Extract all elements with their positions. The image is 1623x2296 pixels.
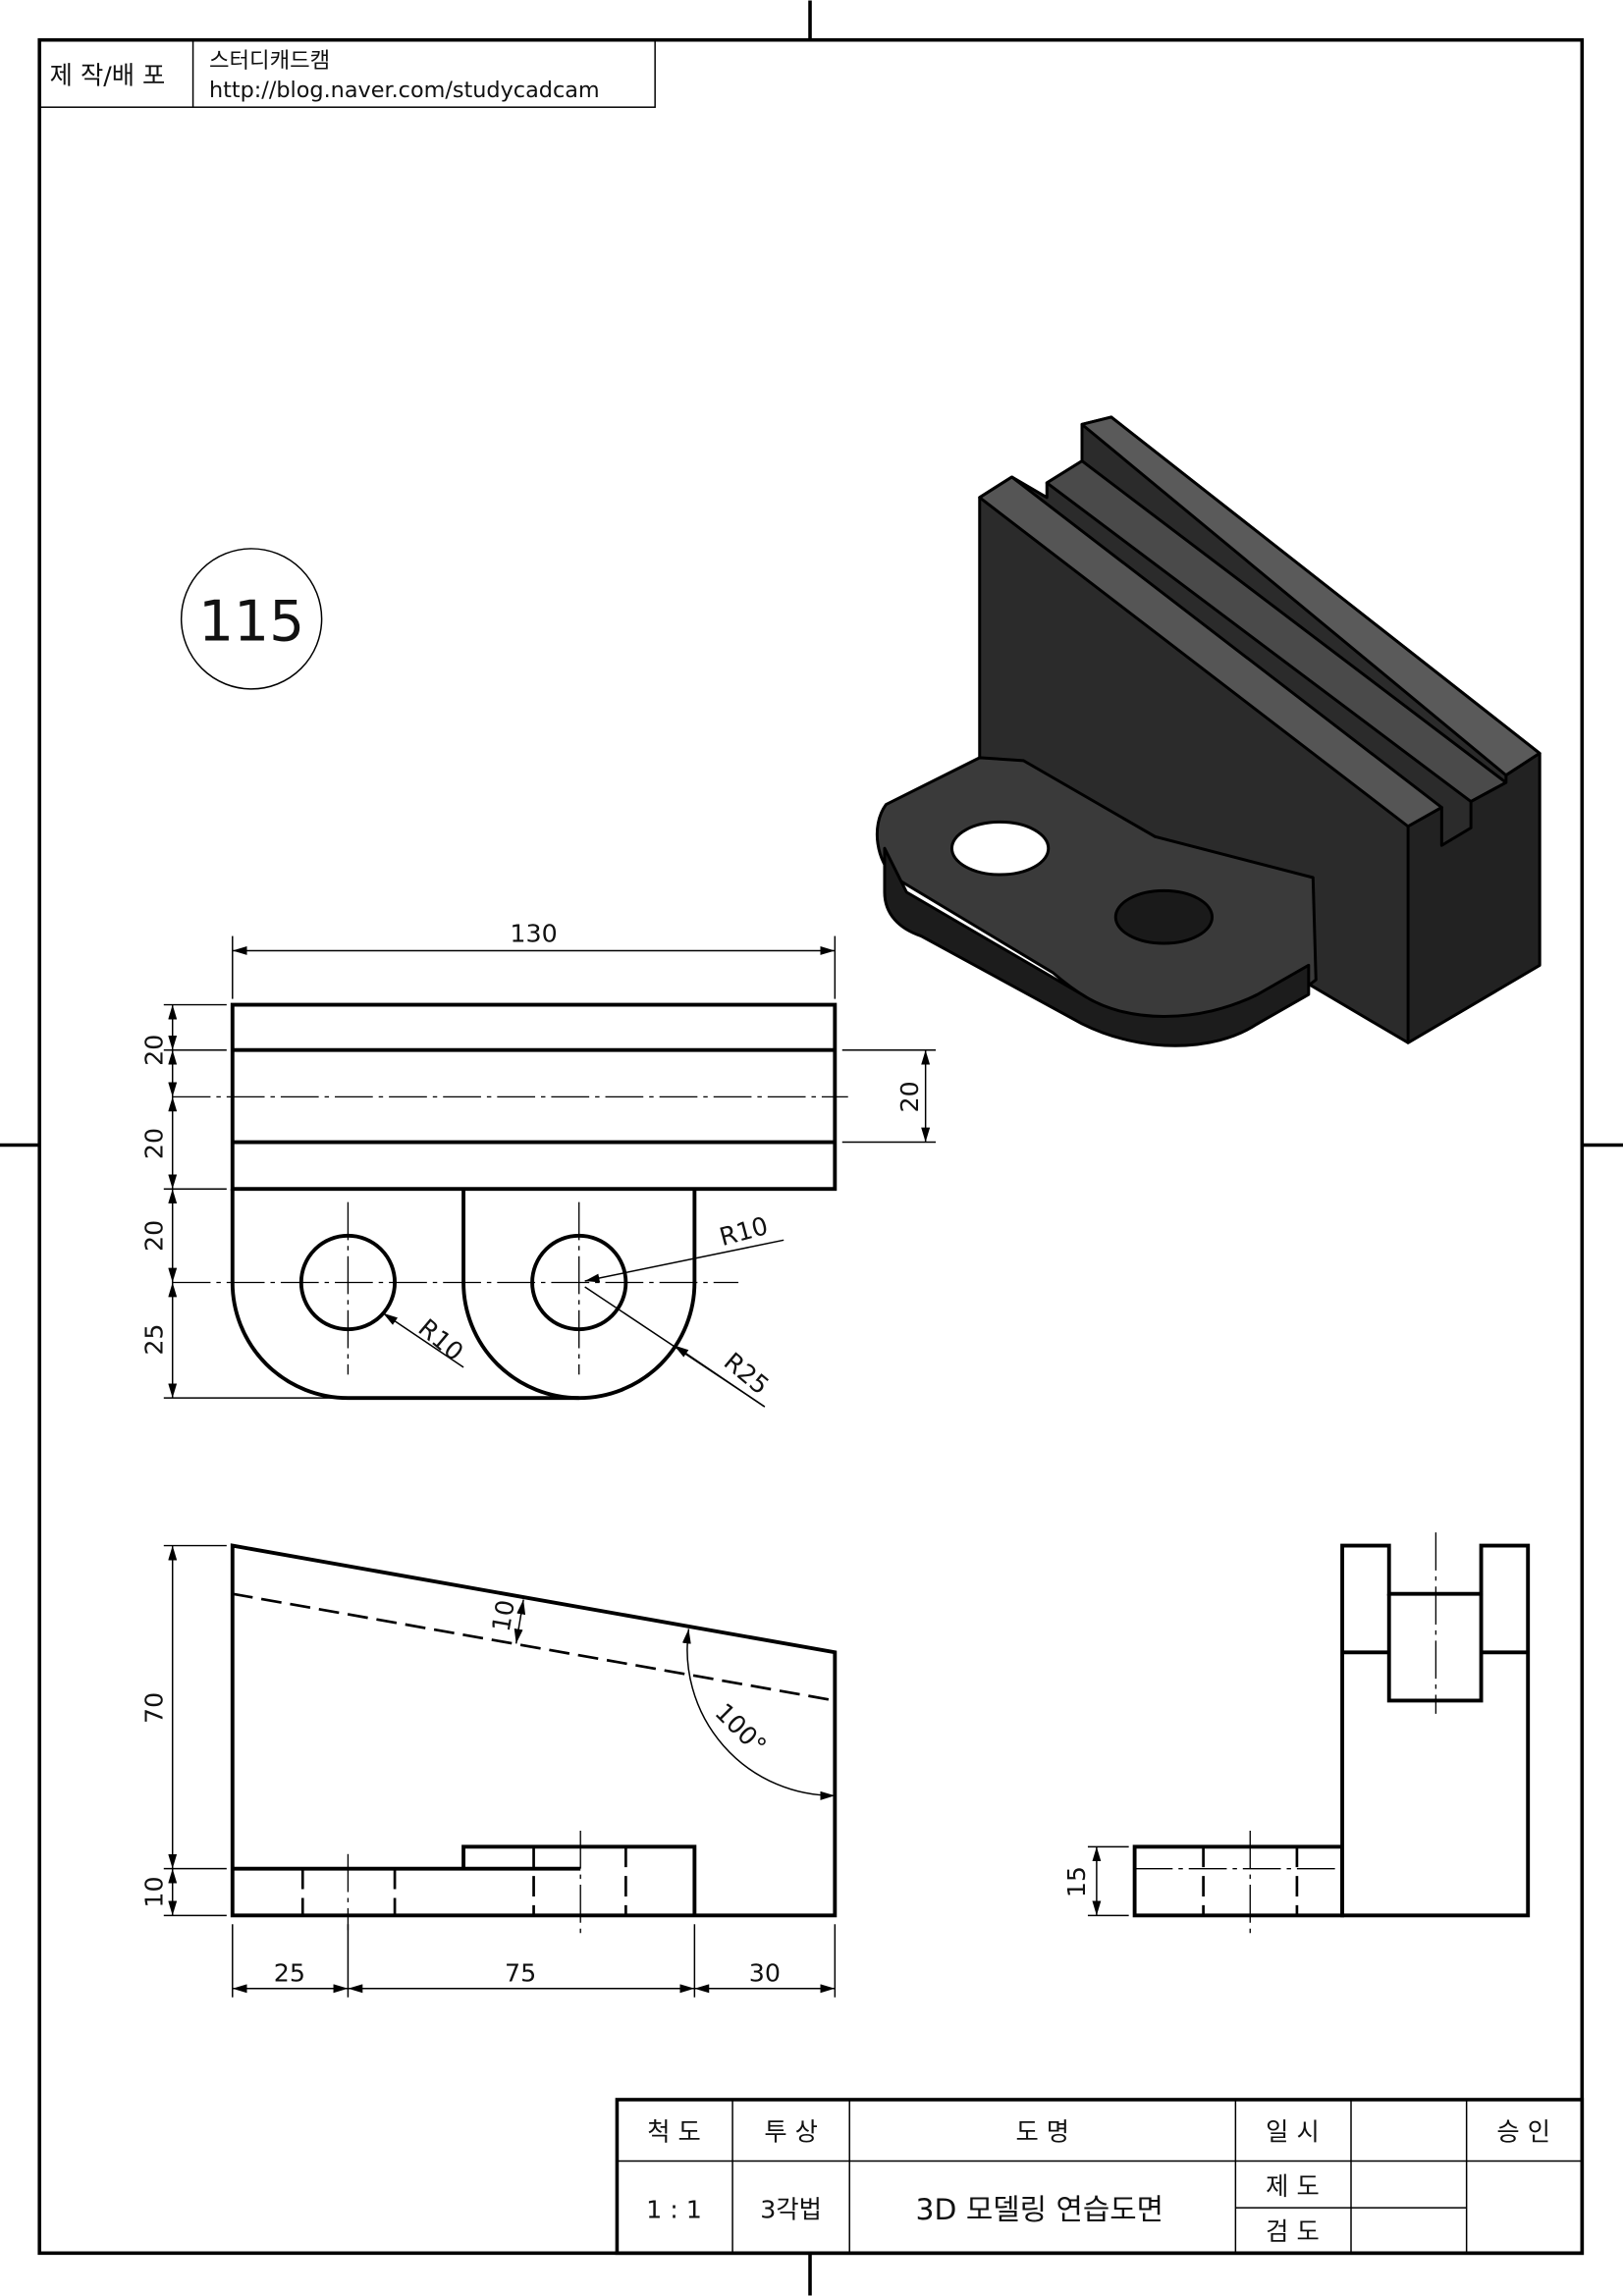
- dim-height: 70: [139, 1692, 168, 1724]
- drawing-number-circle: [180, 548, 323, 690]
- author-box: 제 작/배 포 스터디캐드캠 http://blog.naver.com/stu…: [38, 38, 656, 108]
- author-name: 스터디캐드캠: [209, 48, 330, 74]
- dim-left-1: 20: [139, 1035, 168, 1066]
- author-label: 제 작/배 포: [50, 61, 166, 89]
- side-view: 15: [1062, 1532, 1531, 1934]
- dim-side-base: 15: [1062, 1866, 1091, 1897]
- date-label: 일 시: [1266, 2118, 1320, 2147]
- isometric-view: [875, 415, 1542, 1047]
- dim-left-3: 20: [139, 1220, 168, 1252]
- drawing-number: 115: [198, 590, 304, 655]
- dim-radius-lug: R25: [719, 1347, 775, 1400]
- front-view: 70 10 10 100° 25 75 30: [139, 1543, 838, 1998]
- checked-label: 검 도: [1266, 2217, 1320, 2246]
- scale-value: 1 : 1: [646, 2196, 702, 2224]
- dim-base-height: 10: [139, 1876, 168, 1907]
- dim-angle: 100°: [709, 1698, 772, 1761]
- dim-bottom-2: 75: [505, 1958, 536, 1987]
- dim-radius-hole-left: R10: [413, 1313, 469, 1366]
- drawing-name-label: 도 명: [1015, 2118, 1069, 2147]
- drawn-label: 제 도: [1266, 2172, 1320, 2201]
- top-view: 130 20 20 20 25 20 R10 R10 R25: [139, 920, 937, 1408]
- title-block: 척 도 투 상 도 명 일 시 승 인 1 : 1 3각법 3D 모델링 연습도…: [615, 2098, 1585, 2256]
- dim-slot-width: 20: [895, 1081, 924, 1112]
- dim-overall-width: 130: [510, 920, 557, 948]
- drawing-name-value: 3D 모델링 연습도면: [916, 2193, 1163, 2227]
- author-url[interactable]: http://blog.naver.com/studycadcam: [209, 78, 600, 103]
- dim-bottom-3: 30: [749, 1958, 781, 1987]
- dim-bottom-1: 25: [274, 1958, 305, 1987]
- dim-offset: 10: [487, 1598, 520, 1634]
- dim-radius-hole-right: R10: [717, 1211, 772, 1252]
- dim-left-2: 20: [139, 1128, 168, 1159]
- approved-label: 승 인: [1496, 2118, 1550, 2147]
- projection-label: 투 상: [764, 2118, 818, 2147]
- scale-label: 척 도: [647, 2118, 701, 2147]
- dim-left-4: 25: [139, 1323, 168, 1355]
- drawing-frame: [37, 37, 1585, 2256]
- projection-value: 3각법: [760, 2196, 822, 2224]
